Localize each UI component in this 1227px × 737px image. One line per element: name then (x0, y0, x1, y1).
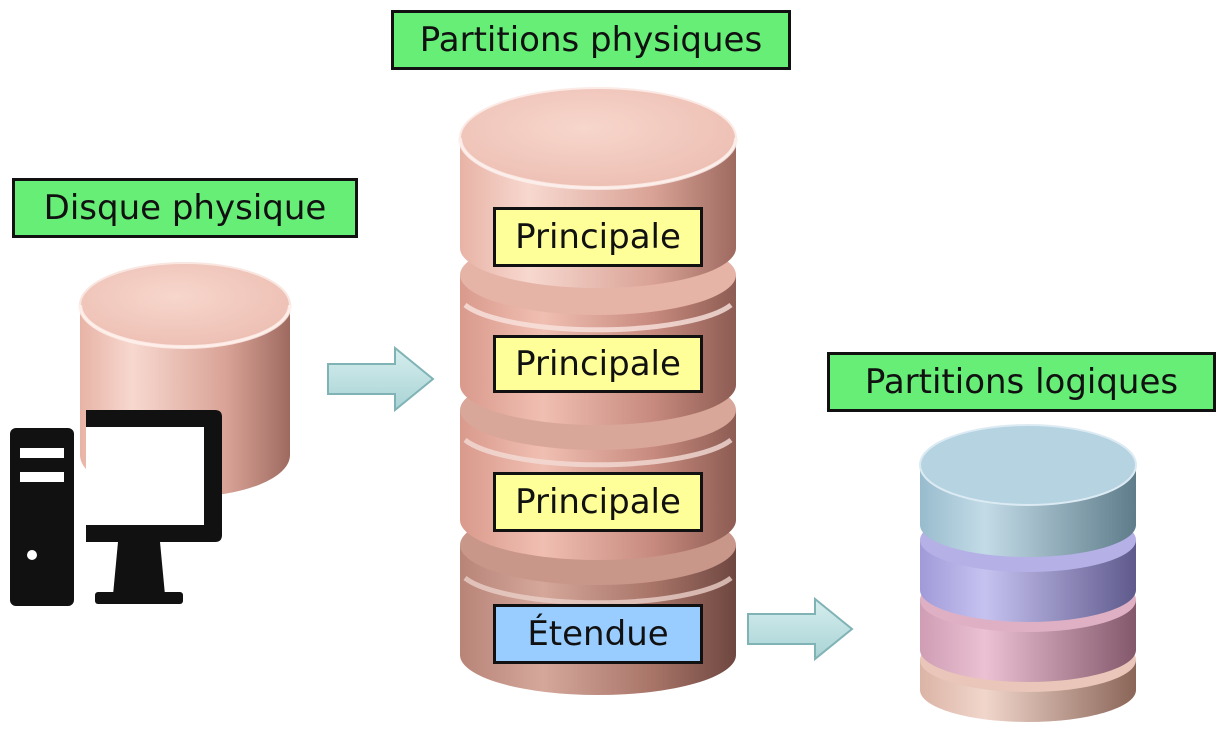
physical-disk-label: Disque physique (12, 178, 358, 238)
arrow-right-icon (747, 596, 854, 662)
extended-partition-label: Étendue (493, 604, 703, 664)
primary-partition-label: Principale (493, 207, 703, 267)
primary-partition-label: Principale (493, 472, 703, 532)
logical-partitions-label: Partitions logiques (827, 352, 1216, 412)
arrow-right-icon (327, 345, 435, 413)
logical-partitions-stack (919, 424, 1137, 722)
computer-icon (10, 410, 222, 606)
primary-partition-label: Principale (493, 335, 703, 393)
physical-partitions-label: Partitions physiques (391, 10, 791, 70)
